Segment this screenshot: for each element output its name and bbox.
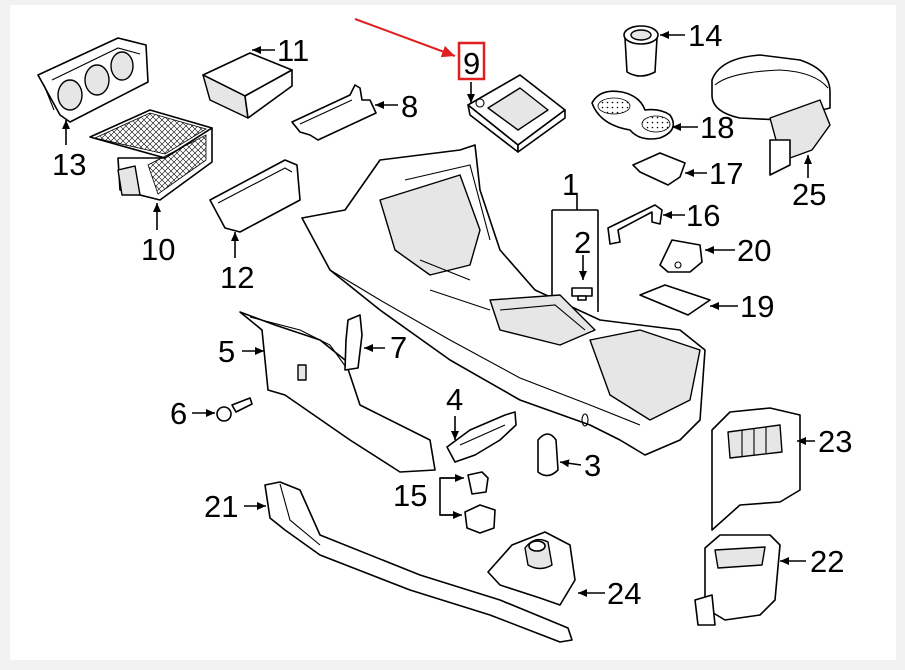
part-20-mount-bracket xyxy=(659,239,703,273)
callout-12: 12 xyxy=(220,260,254,295)
callout-16: 16 xyxy=(686,198,720,233)
callout-18: 18 xyxy=(700,110,734,145)
callout-15: 15 xyxy=(393,478,427,513)
callout-17: 17 xyxy=(709,156,743,191)
part-8-trim-handle xyxy=(291,84,377,141)
highlight-box xyxy=(457,41,486,81)
part-14-cup-holder-insert xyxy=(623,25,659,77)
part-12-tray-insert xyxy=(209,159,301,233)
callout-9: 9 xyxy=(463,46,480,81)
part-2-bolt xyxy=(571,287,593,301)
part-19-pad xyxy=(639,284,711,316)
leader-lines xyxy=(62,31,815,597)
part-24-shifter-assembly xyxy=(487,531,576,606)
part-13-switch-panel xyxy=(37,37,149,123)
callout-25: 25 xyxy=(792,177,826,212)
callout-14: 14 xyxy=(688,18,722,53)
part-1-center-console xyxy=(301,144,706,456)
part-5-side-panel xyxy=(239,311,436,473)
callout-19: 19 xyxy=(740,289,774,324)
callout-20: 20 xyxy=(737,233,771,268)
callout-10: 10 xyxy=(141,232,175,267)
part-3-cap xyxy=(537,433,559,477)
callout-1: 1 xyxy=(562,167,579,202)
callout-24: 24 xyxy=(607,576,641,611)
callout-3: 3 xyxy=(584,448,601,483)
part-4-bracket xyxy=(446,411,517,463)
callout-labels: 1 2 3 4 5 6 7 8 9 10 11 12 13 14 15 16 1… xyxy=(52,18,852,611)
part-25-armrest xyxy=(711,54,831,176)
callout-11: 11 xyxy=(277,33,309,68)
callout-4: 4 xyxy=(446,382,463,417)
part-7-clip xyxy=(344,314,363,371)
part-18-cup-holder-mat xyxy=(591,90,675,140)
part-16-bracket xyxy=(607,204,663,245)
callout-21: 21 xyxy=(204,489,238,524)
part-11-tray xyxy=(202,52,293,119)
part-22-housing xyxy=(694,534,781,626)
part-17-cover xyxy=(632,152,686,186)
callout-23: 23 xyxy=(818,424,852,459)
part-23-rear-vent xyxy=(711,407,801,531)
callout-5: 5 xyxy=(218,334,235,369)
part-10-storage-bin xyxy=(89,109,213,201)
part-9-shifter-bezel xyxy=(467,74,566,153)
callout-13: 13 xyxy=(52,147,86,182)
part-15-clips xyxy=(464,471,496,534)
part-6-screw xyxy=(216,397,253,422)
callout-6: 6 xyxy=(170,396,187,431)
callout-7: 7 xyxy=(390,330,407,365)
part-21-air-duct xyxy=(264,481,573,643)
callout-22: 22 xyxy=(810,544,844,579)
callout-2: 2 xyxy=(574,225,591,260)
callout-8: 8 xyxy=(401,89,418,124)
highlight-arrow xyxy=(354,18,456,58)
